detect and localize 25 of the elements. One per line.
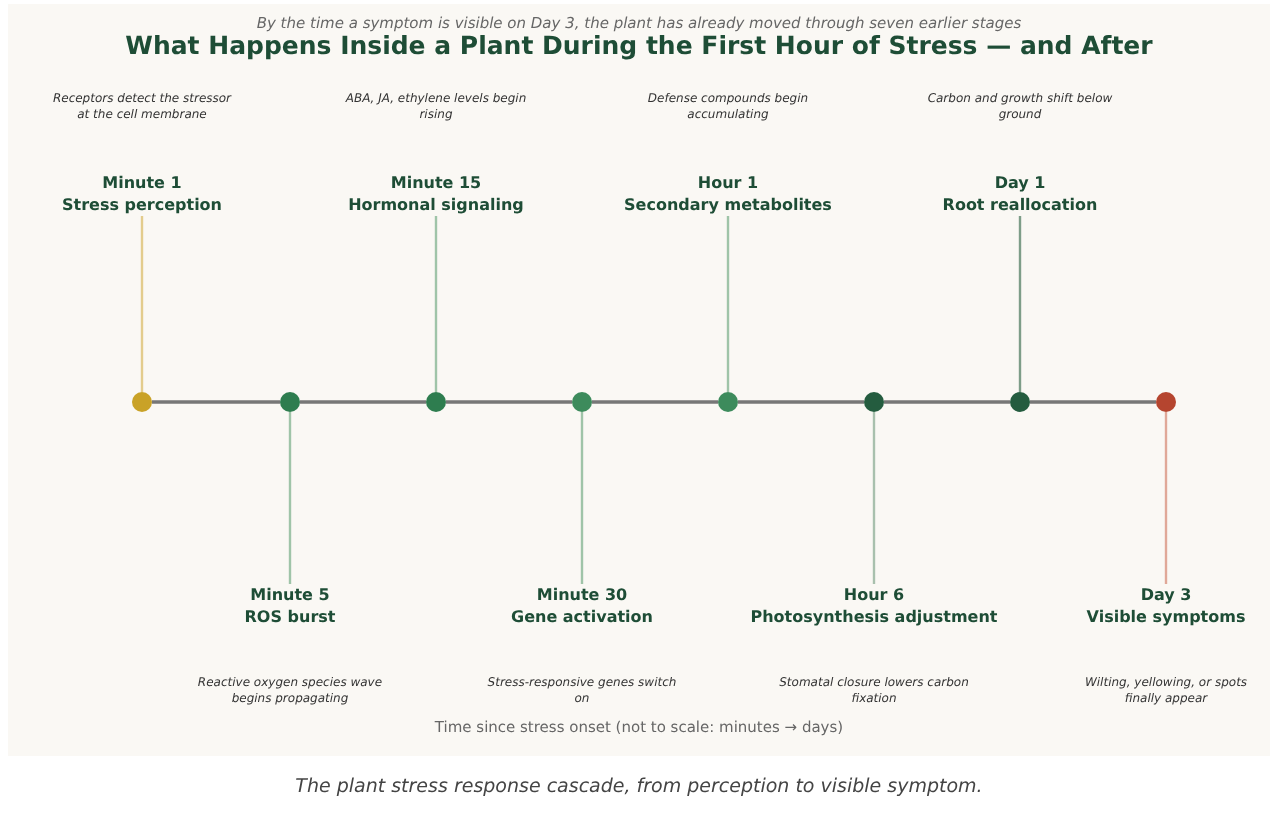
stem-line <box>288 412 292 584</box>
stem-line <box>726 216 730 392</box>
stem-line <box>1018 216 1022 392</box>
stage-heading: Day 1 Root reallocation <box>940 172 1100 216</box>
timeline-segment <box>884 400 1010 404</box>
title: What Happens Inside a Plant During the First Hour of Stress — and After <box>123 30 1155 64</box>
stem-line <box>872 412 876 584</box>
caption: The plant stress response cascade, from perception to visible symptom. <box>293 774 985 802</box>
stage-heading: Hour 1 Secondary metabolites <box>622 172 834 216</box>
stage-heading: Minute 5 ROS burst <box>242 584 338 628</box>
stage-heading: Minute 30 Gene activation <box>509 584 655 628</box>
stem-line <box>434 216 438 392</box>
timeline-segment <box>446 400 572 404</box>
stage-heading: Hour 6 Photosynthesis adjustment <box>748 584 1000 628</box>
timeline-segment <box>300 400 426 404</box>
stage-heading: Minute 15 Hormonal signaling <box>346 172 526 216</box>
timeline-segment <box>738 400 864 404</box>
stem-line <box>140 216 144 392</box>
timeline-segment <box>592 400 718 404</box>
stage-heading: Minute 1 Stress perception <box>59 172 224 216</box>
timeline-segment <box>1030 400 1156 404</box>
stem-line <box>1164 412 1168 584</box>
timeline-segment <box>152 400 280 404</box>
stem-line <box>580 412 584 584</box>
stage-heading: Day 3 Visible symptoms <box>1084 584 1248 628</box>
